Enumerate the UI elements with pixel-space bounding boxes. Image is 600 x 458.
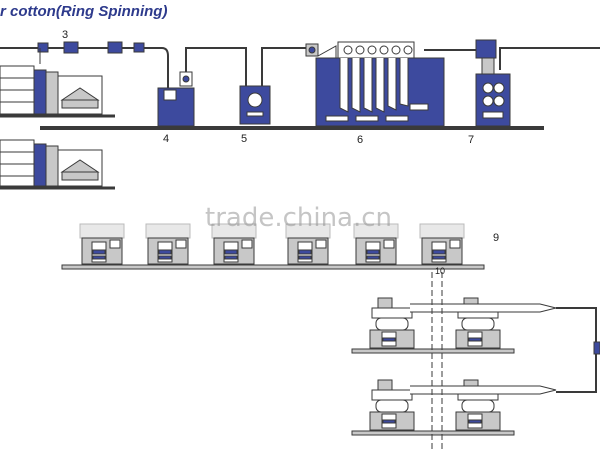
drawing-frame-2: [145, 223, 191, 265]
machine-7: [475, 39, 511, 127]
floor-line-2: [61, 264, 485, 270]
ring-frame-2-2: [455, 379, 501, 431]
bale-opener-2: [0, 139, 115, 190]
label-3: 3: [62, 29, 69, 41]
drawing-frame-1: [79, 223, 125, 265]
label-9: 9: [493, 232, 500, 244]
machine-4: [157, 71, 195, 127]
ring-frame-1-1: [369, 297, 415, 349]
ring-spinning-section: [351, 272, 600, 452]
machine-row-8: [61, 223, 485, 270]
label-4: 4: [163, 133, 170, 145]
drawing-frame-4: [285, 223, 331, 265]
machine-5: [239, 85, 271, 125]
label-7: 7: [468, 134, 475, 146]
bale-opener-1: [0, 48, 115, 118]
label-5: 5: [241, 133, 248, 145]
machine-6: [305, 41, 445, 127]
ring-frame-2-1: [369, 379, 415, 431]
label-10: 10: [435, 266, 446, 276]
label-6: 6: [357, 134, 364, 146]
diagram-title: r cotton(Ring Spinning): [0, 3, 168, 20]
ring-frame-1-2: [455, 297, 501, 349]
drawing-frame-6: [419, 223, 465, 265]
drawing-frame-3: [211, 223, 257, 265]
transport-duct: [0, 41, 600, 90]
watermark: trade.china.cn: [205, 203, 393, 233]
drawing-frame-5: [353, 223, 399, 265]
